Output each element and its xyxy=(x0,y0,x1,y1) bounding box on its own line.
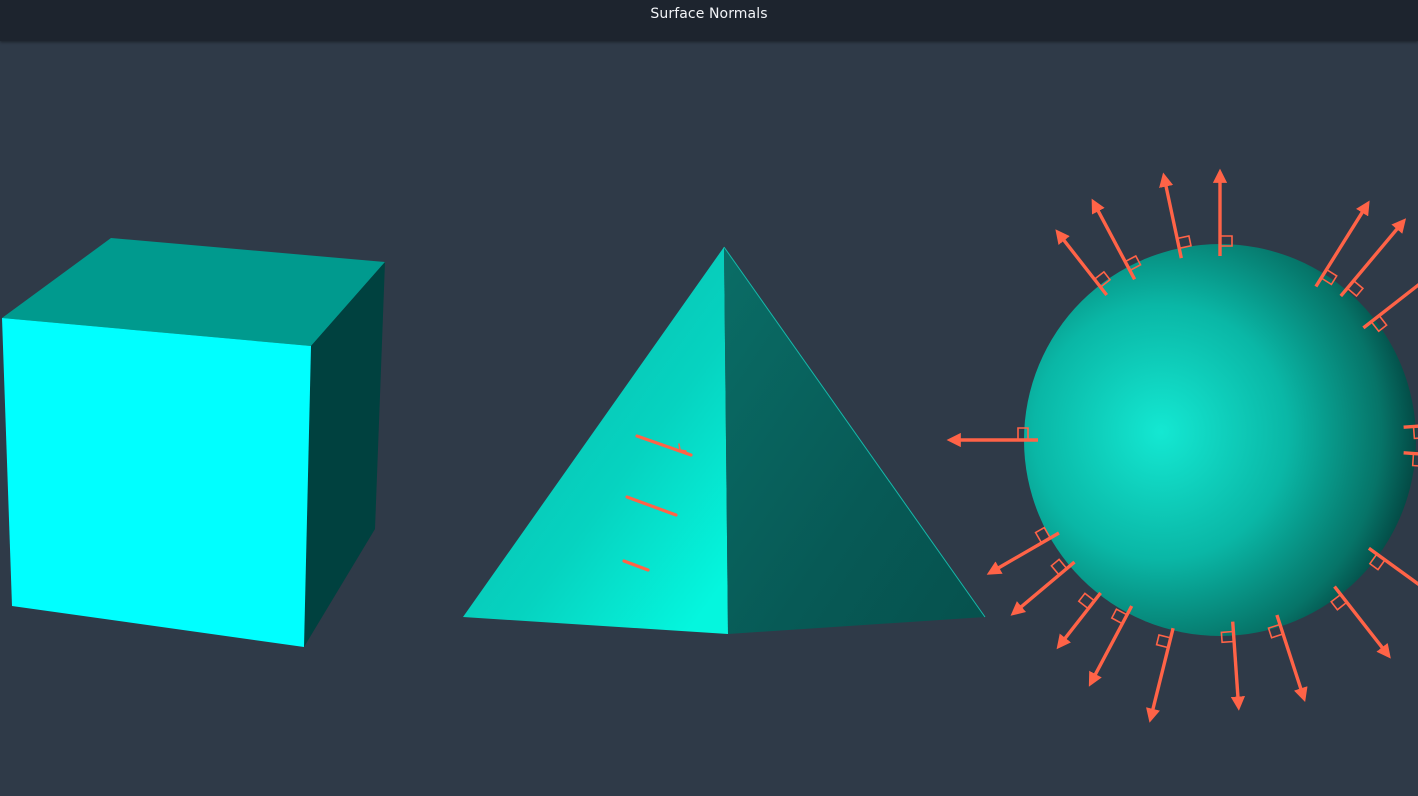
right-angle-marker xyxy=(1330,593,1348,611)
right-angle-marker xyxy=(1124,254,1142,272)
right-angle-marker xyxy=(1177,235,1192,250)
right-angle-marker xyxy=(1110,608,1128,625)
cube[interactable] xyxy=(2,238,385,647)
normal-arrow xyxy=(1339,218,1407,298)
right-angle-marker xyxy=(1320,268,1338,286)
scene-canvas[interactable] xyxy=(0,41,1418,796)
right-angle-marker xyxy=(1017,427,1029,440)
normal-arrow xyxy=(1010,560,1076,616)
3d-viewport[interactable] xyxy=(0,41,1418,796)
normal-arrow xyxy=(1056,591,1102,650)
title-bar: Surface Normals xyxy=(0,0,1418,41)
normal-arrow xyxy=(1362,283,1418,330)
right-angle-marker xyxy=(1267,623,1284,639)
normal-arrow xyxy=(1403,424,1418,429)
right-angle-marker xyxy=(1368,553,1386,571)
right-angle-marker xyxy=(1034,526,1051,544)
normal-arrow xyxy=(1403,451,1418,456)
normal-arrow xyxy=(1088,605,1134,687)
right-angle-marker xyxy=(1220,630,1235,644)
right-angle-marker xyxy=(1093,270,1112,288)
cube-front-face xyxy=(2,318,311,647)
normal-arrow xyxy=(1314,200,1370,288)
right-angle-marker xyxy=(1370,315,1388,333)
normal-arrow xyxy=(1055,229,1109,297)
normal-arrow xyxy=(1367,546,1418,586)
normal-arrow xyxy=(1275,614,1308,702)
right-angle-marker xyxy=(1050,558,1068,576)
pyramid-right-face xyxy=(724,247,985,634)
normal-arrow xyxy=(1091,198,1137,281)
normal-arrow xyxy=(1333,585,1391,659)
right-angle-marker xyxy=(1077,592,1095,610)
right-angle-marker xyxy=(1412,426,1418,440)
normal-arrow xyxy=(1159,172,1183,259)
sphere[interactable] xyxy=(1024,244,1416,636)
sphere-normal-arrows xyxy=(946,168,1418,723)
right-angle-marker xyxy=(1346,280,1365,298)
pyramid-left-face xyxy=(463,247,728,634)
normal-arrow xyxy=(1230,621,1246,711)
cube-top-face xyxy=(2,238,385,346)
sphere-body xyxy=(1024,244,1416,636)
normal-arrow xyxy=(986,531,1060,575)
right-angle-marker xyxy=(1155,634,1171,649)
normal-arrow xyxy=(1146,627,1175,723)
pyramid-normal-marks xyxy=(622,434,693,572)
cube-right-face xyxy=(304,262,385,647)
pyramid[interactable] xyxy=(463,246,986,634)
window-title: Surface Normals xyxy=(650,6,768,22)
right-angle-marker xyxy=(1220,235,1233,247)
